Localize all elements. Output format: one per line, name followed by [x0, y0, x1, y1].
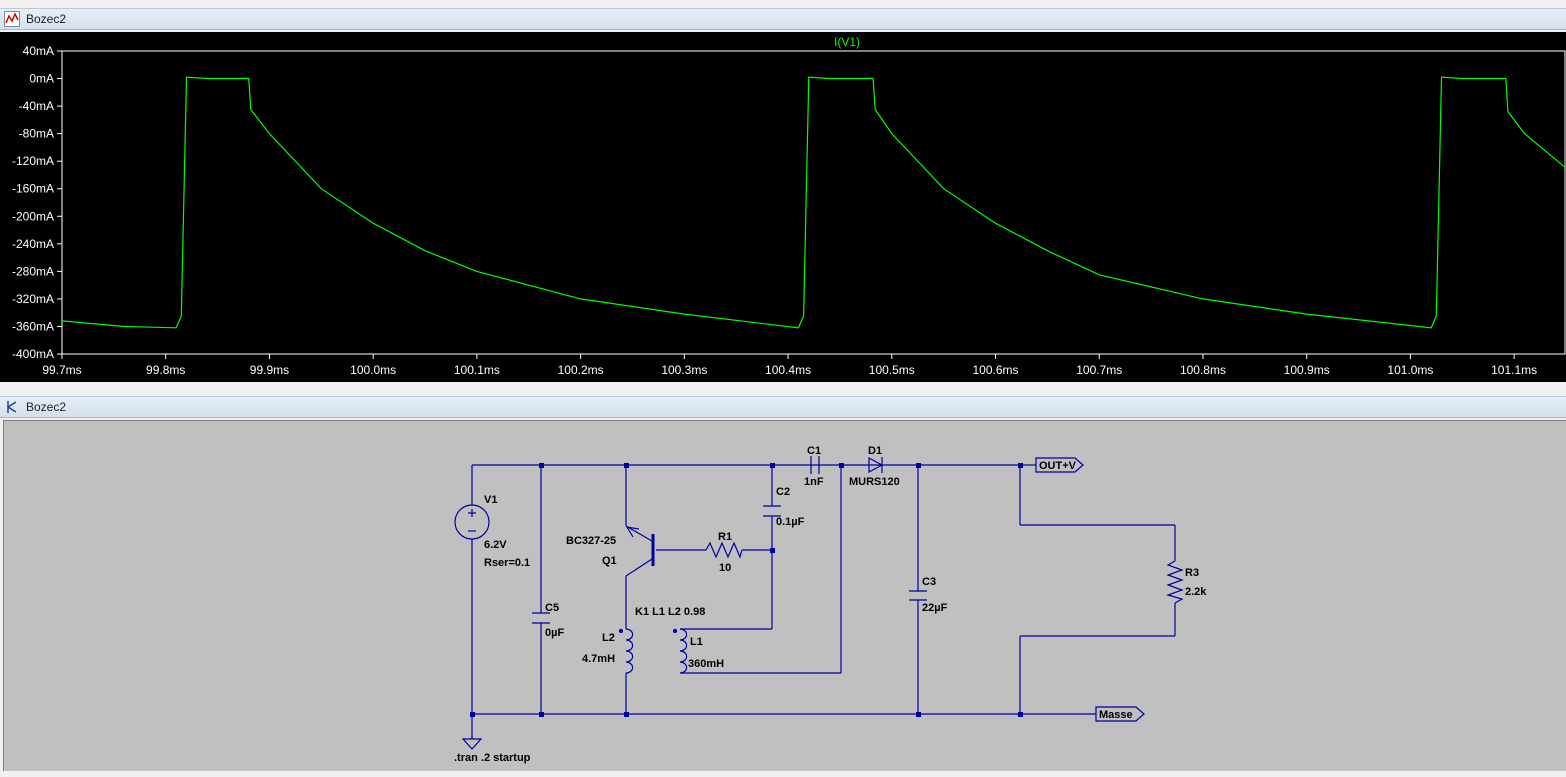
l2-inductor[interactable]: [618, 628, 634, 674]
x-tick-label: 99.9ms: [250, 363, 289, 377]
x-tick-label: 100.0ms: [350, 363, 396, 377]
v1-rser[interactable]: Rser=0.1: [484, 557, 530, 569]
c5-value[interactable]: 0µF: [545, 627, 564, 639]
v1-value[interactable]: 6.2V: [484, 539, 507, 551]
x-tick-label: 100.4ms: [765, 363, 811, 377]
x-tick-label: 100.8ms: [1180, 363, 1226, 377]
y-tick-label: -240mA: [12, 237, 54, 251]
series-line[interactable]: [61, 76, 1566, 329]
r3-value[interactable]: 2.2k: [1185, 586, 1207, 598]
plot-window-title: Bozec2: [26, 12, 67, 26]
ground-symbol[interactable]: [461, 714, 483, 750]
c1-name[interactable]: C1: [807, 445, 821, 457]
schematic-icon: [7, 401, 17, 413]
l1-value[interactable]: 360mH: [688, 658, 724, 670]
y-tick-label: -200mA: [12, 209, 54, 223]
plot-window-titlebar[interactable]: Bozec2: [0, 8, 1566, 30]
y-tick-label: -280mA: [12, 264, 54, 278]
wires: [471, 464, 1176, 715]
r1-resistor[interactable]: [705, 541, 743, 559]
schematic-window-titlebar[interactable]: Bozec2: [0, 396, 1566, 418]
r3-name[interactable]: R3: [1185, 567, 1199, 579]
y-tick-label: -80mA: [19, 127, 54, 141]
schematic-window-title: Bozec2: [26, 400, 67, 414]
q1-model[interactable]: BC327-25: [566, 535, 616, 547]
coupling-directive[interactable]: K1 L1 L2 0.98: [635, 606, 705, 618]
plot-frame: [61, 50, 1566, 355]
gnd-label-text: Masse: [1099, 709, 1133, 721]
d1-diode[interactable]: [868, 456, 884, 474]
l1-name[interactable]: L1: [690, 636, 703, 648]
c3-capacitor[interactable]: [909, 590, 927, 601]
x-tick-label: 100.5ms: [869, 363, 915, 377]
trace-title[interactable]: I(V1): [834, 35, 860, 49]
schematic-canvas[interactable]: V1 6.2V Rser=0.1 C5 0µF BC327-25 Q1 R1 1…: [3, 420, 1566, 771]
waveform-icon: [4, 11, 20, 27]
q1-transistor[interactable]: [625, 525, 655, 577]
v1-name[interactable]: V1: [484, 494, 497, 506]
x-tick-label: 100.9ms: [1284, 363, 1330, 377]
x-tick-label: 100.7ms: [1076, 363, 1122, 377]
schematic-drawing[interactable]: V1 6.2V Rser=0.1 C5 0µF BC327-25 Q1 R1 1…: [4, 421, 1566, 772]
y-tick-label: -360mA: [12, 319, 54, 333]
l1-inductor[interactable]: [672, 628, 688, 674]
x-tick-label: 100.2ms: [558, 363, 604, 377]
c1-capacitor[interactable]: [810, 456, 820, 474]
y-tick-label: 0mA: [29, 72, 54, 86]
r3-resistor[interactable]: [1166, 560, 1184, 604]
x-tick-label: 99.7ms: [42, 363, 81, 377]
x-tick-label: 100.3ms: [661, 363, 707, 377]
c3-value[interactable]: 22µF: [922, 602, 948, 614]
q1-name[interactable]: Q1: [602, 555, 617, 567]
c2-value[interactable]: 0.1µF: [776, 516, 805, 528]
plot-canvas[interactable]: 40mA 0mA -40mA -80mA -120mA -160mA -200mA -240m…: [0, 32, 1566, 382]
pane-separator[interactable]: [0, 382, 1566, 396]
x-tick-label: 99.8ms: [146, 363, 185, 377]
d1-model[interactable]: MURS120: [849, 476, 900, 488]
c1-value[interactable]: 1nF: [804, 476, 824, 488]
l2-value[interactable]: 4.7mH: [582, 653, 615, 665]
y-tick-label: -120mA: [12, 154, 54, 168]
y-tick-label: -40mA: [19, 99, 54, 113]
c2-name[interactable]: C2: [776, 486, 790, 498]
tran-directive[interactable]: .tran .2 startup: [454, 752, 531, 764]
y-tick-label: -320mA: [12, 292, 54, 306]
net-label-gnd[interactable]: [1095, 706, 1145, 722]
r1-name[interactable]: R1: [718, 531, 732, 543]
r1-value[interactable]: 10: [719, 562, 731, 574]
c3-name[interactable]: C3: [922, 576, 936, 588]
d1-name[interactable]: D1: [868, 445, 882, 457]
c2-capacitor[interactable]: [763, 505, 781, 517]
waveform-plot[interactable]: 40mA 0mA -40mA -80mA -120mA -160mA -200mA -240m…: [0, 32, 1566, 382]
v1-voltage-source[interactable]: [454, 504, 490, 540]
out-label-text: OUT+V: [1039, 460, 1077, 472]
x-tick-label: 100.1ms: [454, 363, 500, 377]
net-label-out[interactable]: [1035, 457, 1084, 473]
y-tick-label: -160mA: [12, 182, 54, 196]
c5-name[interactable]: C5: [545, 602, 559, 614]
junction-dots: [470, 463, 1023, 717]
x-tick-label: 101.1ms: [1491, 363, 1537, 377]
x-tick-label: 101.0ms: [1387, 363, 1433, 377]
y-tick-label: 40mA: [23, 44, 54, 58]
y-tick-label: -400mA: [12, 347, 54, 361]
x-tick-label: 100.6ms: [973, 363, 1019, 377]
c5-capacitor[interactable]: [532, 612, 550, 624]
l2-name[interactable]: L2: [602, 632, 615, 644]
